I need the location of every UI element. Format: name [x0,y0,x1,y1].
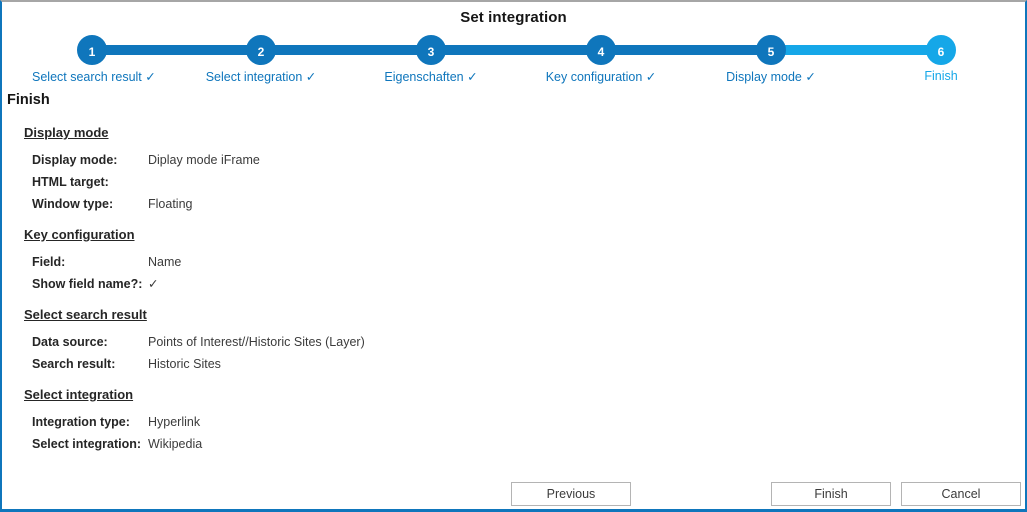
step-label: Select search result ✓ [32,70,156,84]
step-label: Eigenschaften ✓ [384,70,478,84]
summary-group-title: Select search result [24,307,147,322]
summary-row-label: Show field name?: [32,277,143,291]
summary-row-value: Diplay mode iFrame [148,153,260,167]
stepper-connector-4 [601,45,771,55]
group-spacer [2,215,1025,224]
page-title: Set integration [460,9,567,26]
summary-row-label: Data source: [32,335,108,349]
stepper-connector-3 [431,45,601,55]
step-number-badge: 3 [416,35,446,65]
summary-row-label: HTML target: [32,175,109,189]
step-label: Key configuration ✓ [545,70,657,84]
group-spacer [2,455,1025,464]
cancel-button[interactable]: Cancel [901,482,1021,506]
summary-row-label: Select integration: [32,437,142,451]
summary-group-title: Key configuration [24,227,135,242]
step-number-badge: 2 [246,35,276,65]
summary-row: HTML target: [2,171,1025,193]
summary-row-label: Display mode: [32,153,118,167]
step-label: Finish [924,69,958,83]
step-number-badge: 5 [756,35,786,65]
summary-row: Data source: Points of Interest//Historic… [2,331,1025,353]
summary-row-label: Field: [32,255,66,269]
step-number-badge: 1 [77,35,107,65]
summary-row-value: Hyperlink [148,415,201,429]
summary-row: Select integration: Wikipedia [2,433,1025,455]
step-number-badge: 4 [586,35,616,65]
summary-group-title: Display mode [24,125,109,140]
stepper-connector-1 [92,45,261,55]
stepper-connector-5 [771,45,941,55]
summary-row: Field: Name [2,251,1025,273]
stepper-connector-2 [261,45,431,55]
summary-row: Display mode: Diplay mode iFrame [2,149,1025,171]
summary-row-label: Integration type: [32,415,130,429]
summary-row-value: Points of Interest//Historic Sites (Laye… [148,335,365,349]
previous-button[interactable]: Previous [511,482,631,506]
step-label: Display mode ✓ [726,70,816,84]
group-spacer [2,375,1025,384]
step-label: Select integration ✓ [205,70,317,84]
finish-button[interactable]: Finish [771,482,891,506]
summary-row: Search result: Historic Sites [2,353,1025,375]
summary-group-title: Select integration [24,387,134,402]
summary-row-value: Name [148,255,182,269]
summary-row-value: Historic Sites [148,357,221,371]
summary-row: Show field name?: ✓ [2,273,1025,295]
summary-row-value: Wikipedia [148,437,203,451]
summary-row-label: Window type: [32,197,114,211]
group-spacer [2,295,1025,304]
summary-row-value: ✓ [148,277,159,291]
summary-row: Window type: Floating [2,193,1025,215]
step-number-badge: 6 [926,35,956,65]
summary-rows: Data source: Points of Interest//Historic… [2,331,1025,375]
section-heading: Finish [7,92,50,108]
footer-buttons: Previous Finish Cancel [2,482,1025,508]
summary-row-label: Search result: [32,357,116,371]
summary-row: Integration type: Hyperlink [2,411,1025,433]
summary-row-value: Floating [148,197,193,211]
